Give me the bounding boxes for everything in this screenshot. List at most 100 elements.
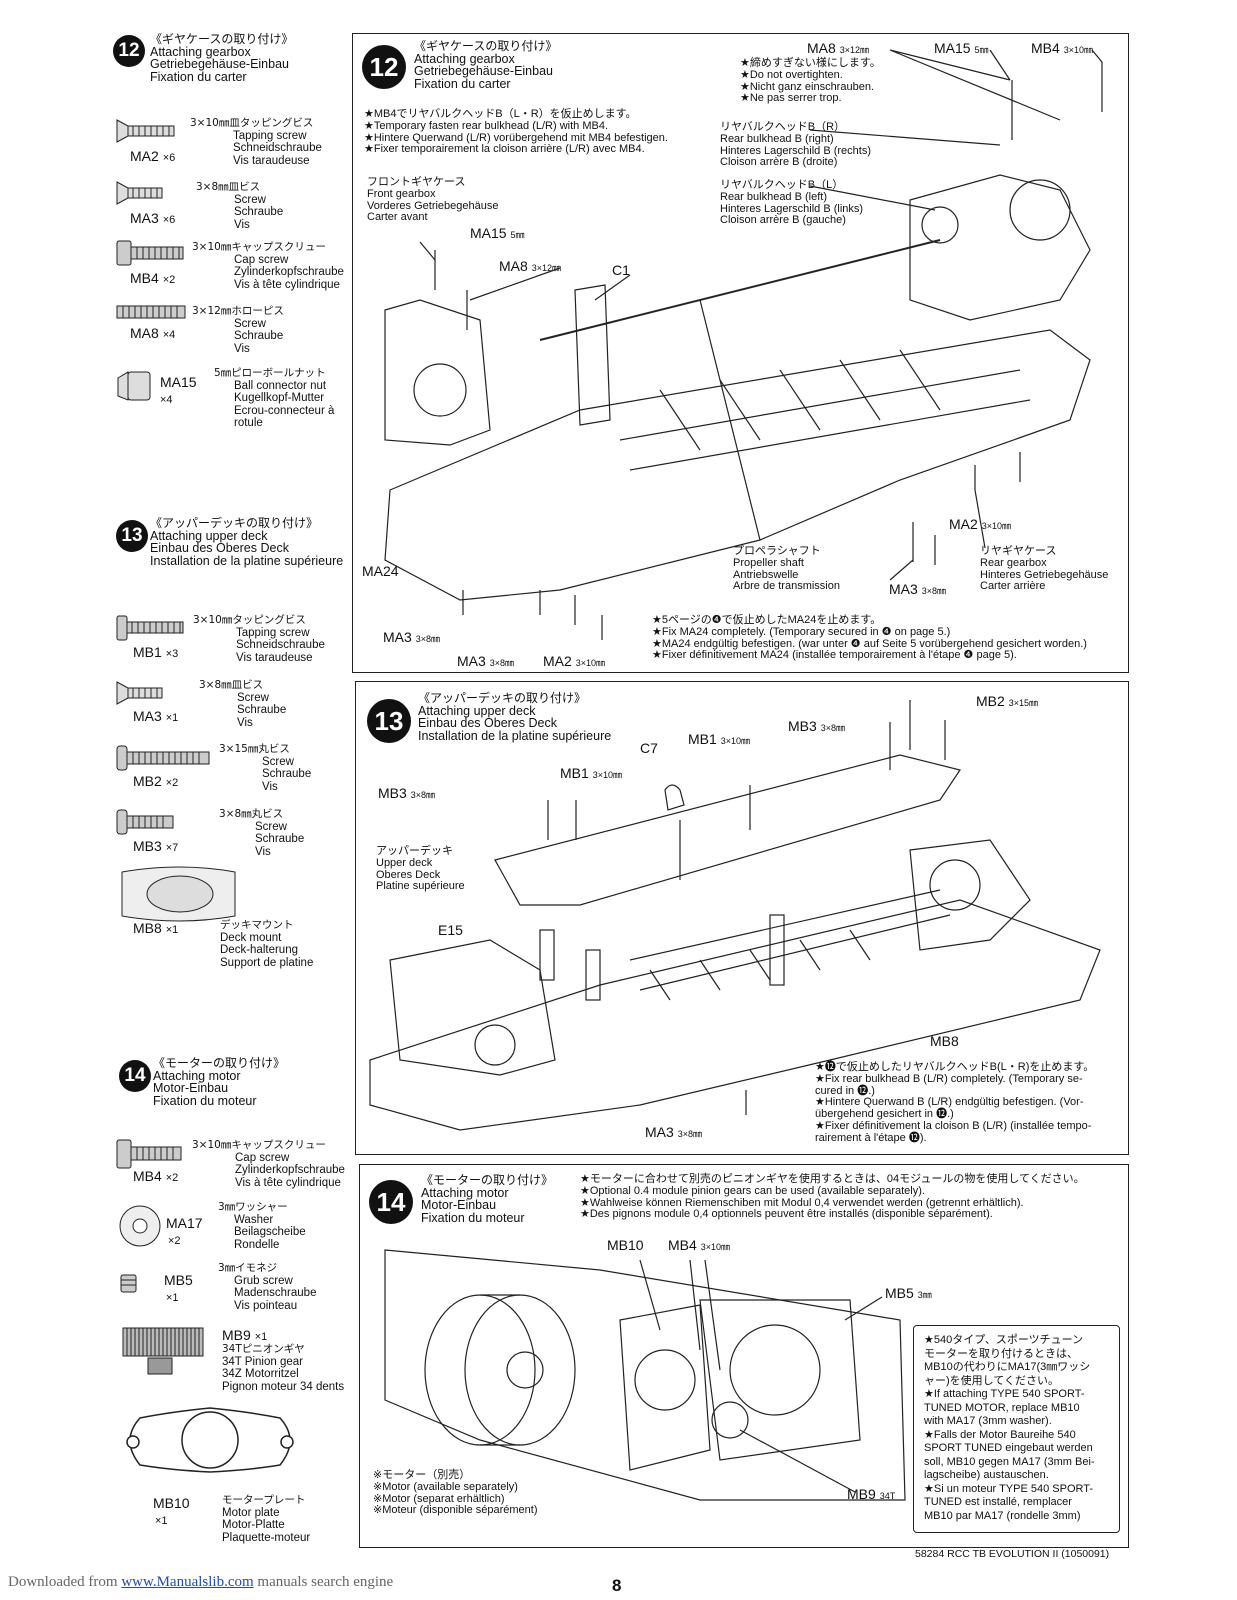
- callout-ma3-a: MA3 3×8㎜: [383, 629, 440, 645]
- ma17-washer-icon: [119, 1205, 161, 1247]
- step-13-panel-badge: 13: [367, 699, 411, 743]
- callout-mb10: MB10: [607, 1237, 644, 1253]
- part-desc: 3×10㎜キャップスクリュー Cap screw Zylinderkopfsch…: [192, 241, 344, 291]
- type540-note-box: [913, 1325, 1120, 1533]
- ma3-screw-icon: [116, 181, 163, 205]
- model-number: 58284 RCC TB EVOLUTION II (1050091): [915, 1548, 1110, 1560]
- motor-separate-note: ※モーター（別売）※Motor (available separately)※M…: [373, 1469, 538, 1517]
- step-14-panel-heading: 《モーターの取り付け》 Attaching motor Motor-Einbau…: [421, 1173, 554, 1225]
- callout-mb4: MB4 3×10㎜: [668, 1237, 730, 1253]
- step-14-pinion-note: ★モーターに合わせて別売のピニオンギヤを使用するときは、04モジュールの物を使用…: [580, 1173, 1085, 1221]
- callout-e15: E15: [438, 922, 463, 938]
- step-13-panel-heading: 《アッパーデッキの取り付け》 Attaching upper deck Einb…: [418, 691, 612, 743]
- step-13-badge: 13: [116, 520, 148, 552]
- download-footer: Downloaded from www.Manualslib.com manua…: [8, 1574, 394, 1590]
- part-desc: 34Tピニオンギヤ 34T Pinion gear 34Z Motorritze…: [222, 1343, 345, 1393]
- part-code: MB8 ×1: [133, 920, 179, 936]
- callout-ma3-right: MA3 3×8㎜: [889, 581, 946, 597]
- callout-mb5: MB5 3㎜: [885, 1285, 932, 1301]
- part-desc: 3×8㎜皿ビス Screw Schraube Vis: [199, 679, 287, 729]
- manualslib-link[interactable]: www.Manualslib.com: [121, 1574, 254, 1590]
- step-12-badge: 12: [113, 35, 145, 67]
- callout-mb9: MB9 34T: [847, 1486, 896, 1502]
- step-12-panel: [352, 33, 1129, 673]
- callout-ma3-b: MA3 3×8㎜: [457, 653, 514, 669]
- part-code: MA2 ×6: [130, 148, 176, 164]
- part-desc: デッキマウント Deck mount Deck-halterung Suppor…: [220, 919, 314, 969]
- ma15-nut-icon: [117, 371, 151, 401]
- part-code: MB1 ×3: [133, 644, 179, 660]
- part-desc: モータープレート Motor plate Motor-Platte Plaque…: [222, 1494, 311, 1544]
- callout-c1: C1: [612, 262, 630, 278]
- step-14-panel-badge: 14: [369, 1180, 413, 1224]
- part-desc: 3×8㎜皿ビス Screw Schraube Vis: [196, 181, 284, 231]
- mb10-motor-plate-icon: [126, 1407, 294, 1473]
- step-12-heading: 《ギヤケースの取り付け》 Attaching gearbox Getriebeg…: [150, 32, 294, 84]
- callout-mb3-top: MB3 3×8㎜: [788, 718, 845, 734]
- rear-bulkhead-l-label: リヤバルクヘッドB（L）Rear bulkhead B (left)Hinter…: [720, 179, 864, 227]
- step-12-panel-badge: 12: [362, 45, 406, 89]
- mb4-capscrew-icon-2: [116, 1139, 182, 1169]
- callout-mb1: MB1 3×10㎜: [560, 765, 622, 781]
- callout-mb1-top: MB1 3×10㎜: [688, 731, 750, 747]
- part-code: MA17×2: [166, 1215, 203, 1247]
- mb8-deck-mount-icon: [121, 866, 236, 922]
- part-code: MB5×1: [164, 1272, 193, 1304]
- step-12-panel-heading: 《ギヤケースの取り付け》 Attaching gearbox Getriebeg…: [414, 39, 558, 91]
- type540-note-text: ★540タイプ、スポーツチューンモーターを取り付けるときは、MB10の代わりにM…: [924, 1334, 1095, 1522]
- page-number: 8: [612, 1576, 622, 1595]
- part-desc: 3㎜イモネジ Grub screw Madenschraube Vis poin…: [218, 1262, 317, 1312]
- callout-mb4-top: MB4 3×10㎜: [1031, 40, 1093, 56]
- callout-ma2-right: MA2 3×10㎜: [949, 516, 1011, 532]
- part-code: MB4 ×2: [133, 1168, 179, 1184]
- step-14-heading: 《モーターの取り付け》 Attaching motor Motor-Einbau…: [153, 1056, 286, 1108]
- mb3-screw-icon: [116, 809, 174, 835]
- step-12-fix-note: ★5ページの❹で仮止めしたMA24を止めます。★Fix MA24 complet…: [652, 614, 1087, 662]
- callout-ma3: MA3 3×8㎜: [645, 1124, 702, 1140]
- part-code: MB2 ×2: [133, 773, 179, 789]
- step-14-panel: [359, 1164, 1129, 1548]
- callout-ma15-top: MA15 5㎜: [934, 40, 989, 56]
- mb5-grub-screw-icon: [120, 1274, 137, 1293]
- callout-ma8-top: MA8 3×12㎜: [807, 40, 869, 56]
- mb2-screw-icon: [116, 745, 210, 771]
- part-code: MA3 ×6: [130, 210, 176, 226]
- part-code: MB4 ×2: [130, 270, 176, 286]
- part-desc: 3×15㎜丸ビス Screw Schraube Vis: [219, 743, 312, 793]
- part-desc: 3×12㎜ホローピス Screw Schraube Vis: [192, 305, 284, 355]
- part-code: MB10×1: [153, 1495, 190, 1527]
- rear-bulkhead-r-label: リヤバルクヘッドB（R）Rear bulkhead B (right)Hinte…: [720, 121, 872, 169]
- part-desc: 3×10㎜キャップスクリュー Cap screw Zylinderkopfsch…: [192, 1139, 345, 1189]
- mb1-screw-icon: [116, 615, 184, 641]
- callout-mb2: MB2 3×15㎜: [976, 693, 1038, 709]
- callout-ma24: MA24: [362, 563, 399, 579]
- step-13-panel: [355, 681, 1129, 1155]
- part-code: MB9 ×1: [222, 1327, 268, 1343]
- callout-ma15: MA15 5㎜: [470, 225, 525, 241]
- part-desc: 3×10㎜皿タッピングビス Tapping screw Schneidschra…: [190, 117, 322, 167]
- part-code: MA15×4: [160, 374, 197, 406]
- callout-ma8: MA8 3×12㎜: [499, 258, 561, 274]
- part-desc: 3×10㎜タッピングビス Tapping screw Schneidschrau…: [193, 614, 325, 664]
- part-desc: 3㎜ワッシャー Washer Beilagscheibe Rondelle: [218, 1201, 306, 1251]
- mb4-capscrew-icon: [116, 240, 184, 266]
- callout-ma2-bottom: MA2 3×10㎜: [543, 653, 605, 669]
- step-13-fix-note: ★⓬で仮止めしたリヤバルクヘッドB(L・R)を止めます。★Fix rear bu…: [815, 1061, 1095, 1144]
- part-desc: 3×8㎜丸ビス Screw Schraube Vis: [219, 808, 305, 858]
- step-12-tighten-note: ★締めすぎない様にします。★Do not overtighten.★Nicht …: [740, 57, 881, 105]
- callout-mb8: MB8: [930, 1033, 959, 1049]
- callout-c7: C7: [640, 740, 658, 756]
- part-desc: 5㎜ピローボールナット Ball connector nut Kugellkop…: [214, 367, 335, 429]
- callout-mb3: MB3 3×8㎜: [378, 785, 435, 801]
- ma8-screw-icon: [116, 305, 186, 319]
- part-code: MA8 ×4: [130, 325, 176, 341]
- part-code: MA3 ×1: [133, 708, 179, 724]
- ma3-screw-icon-2: [116, 681, 163, 705]
- step-13-heading: 《アッパーデッキの取り付け》 Attaching upper deck Einb…: [150, 516, 344, 568]
- step-14-badge: 14: [119, 1060, 151, 1092]
